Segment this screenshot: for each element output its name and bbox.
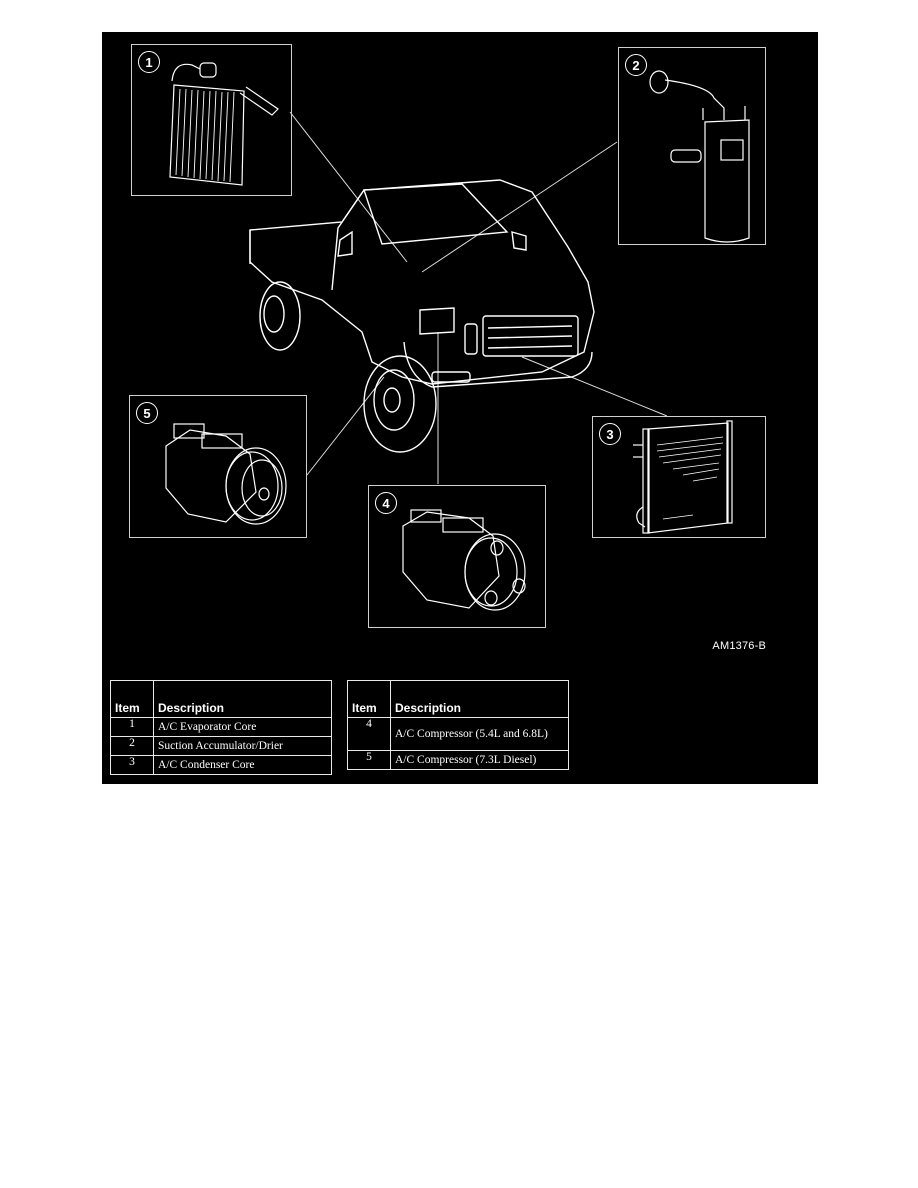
callout-badge-5: 5: [136, 402, 158, 424]
callout-panel-1: 1: [131, 44, 292, 196]
table-row: 1 A/C Evaporator Core: [110, 717, 332, 737]
column-header-description: Description: [390, 680, 569, 718]
legend-table-2: Item Description 4 A/C Compressor (5.4L …: [347, 680, 569, 770]
item-number: 2: [110, 736, 154, 756]
callout-badge-2: 2: [625, 54, 647, 76]
item-description: A/C Evaporator Core: [153, 717, 332, 737]
evaporator-core-icon: [169, 62, 279, 186]
item-description: A/C Compressor (5.4L and 6.8L): [390, 717, 569, 751]
callout-badge-1: 1: [138, 51, 160, 73]
callout-badge-4: 4: [375, 492, 397, 514]
table-row: 5 A/C Compressor (7.3L Diesel): [347, 750, 569, 770]
ac-components-figure: 1 2: [102, 32, 818, 784]
item-number: 1: [110, 717, 154, 737]
compressor-diesel-icon: [165, 423, 287, 525]
table-row: 4 A/C Compressor (5.4L and 6.8L): [347, 717, 569, 751]
item-number: 3: [110, 755, 154, 775]
condenser-core-icon: [633, 420, 733, 534]
callout-badge-3: 3: [599, 423, 621, 445]
column-header-item: Item: [347, 680, 391, 718]
legend-table-1: Item Description 1 A/C Evaporator Core 2…: [110, 680, 332, 775]
callout-panel-4: 4: [368, 485, 546, 628]
accumulator-drier-icon: [649, 70, 750, 243]
table-row: 2 Suction Accumulator/Drier: [110, 736, 332, 756]
item-description: A/C Condenser Core: [153, 755, 332, 775]
callout-panel-3: 3: [592, 416, 766, 538]
item-number: 5: [347, 750, 391, 770]
callout-panel-2: 2: [618, 47, 766, 245]
item-description: Suction Accumulator/Drier: [153, 736, 332, 756]
callout-panel-5: 5: [129, 395, 307, 538]
item-description: A/C Compressor (7.3L Diesel): [390, 750, 569, 770]
column-header-description: Description: [153, 680, 332, 718]
item-number: 4: [347, 717, 391, 751]
table-row: 3 A/C Condenser Core: [110, 755, 332, 775]
figure-reference-code: AM1376-B: [712, 640, 766, 652]
compressor-gas-icon: [402, 509, 526, 611]
truck-illustration: [249, 111, 668, 484]
column-header-item: Item: [110, 680, 154, 718]
